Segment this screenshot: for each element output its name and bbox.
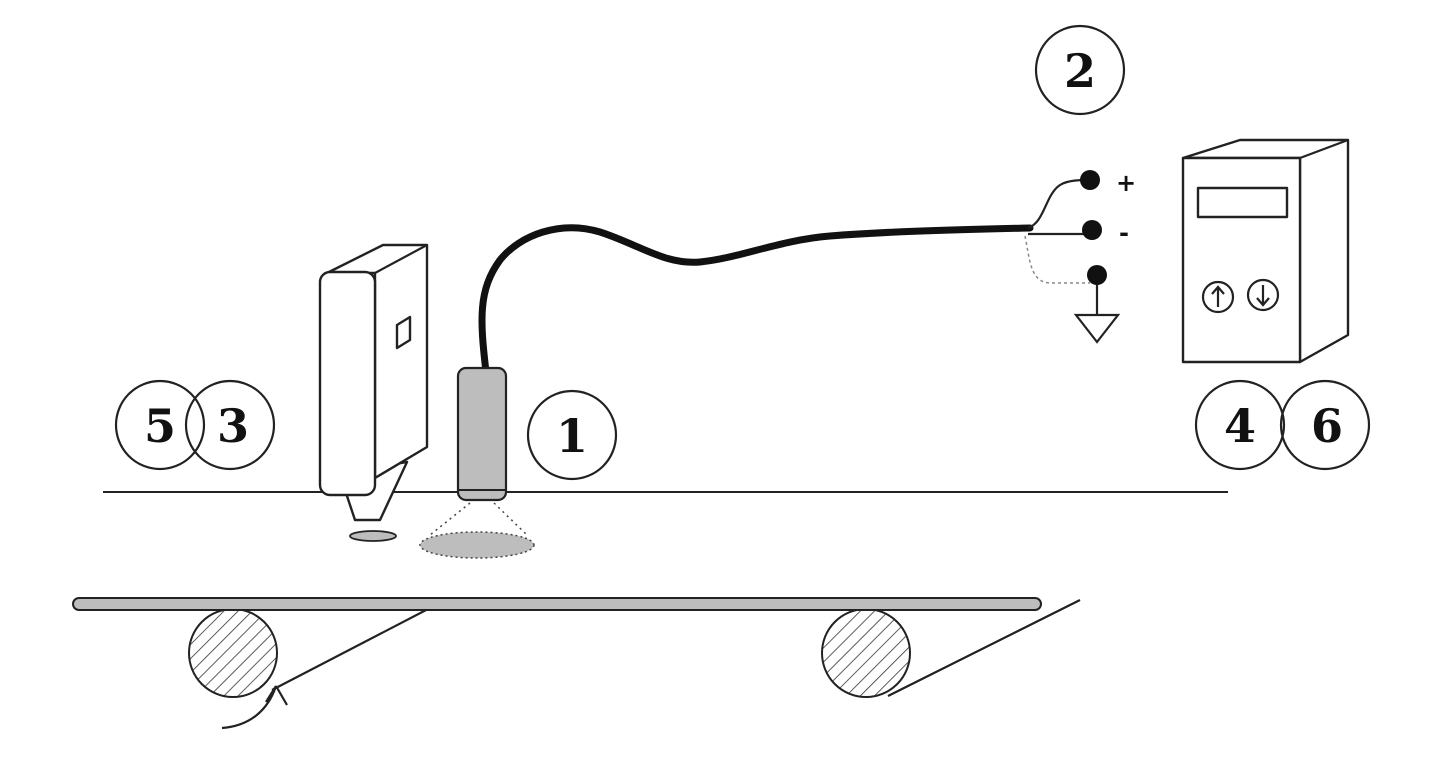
conveyor xyxy=(72,597,1081,730)
terminal-minus xyxy=(1082,220,1102,240)
label-3: 3 xyxy=(184,379,276,471)
camera-device xyxy=(318,243,429,542)
sensor-spot xyxy=(419,531,535,559)
camera-spot xyxy=(349,530,397,542)
minus-sign: - xyxy=(1119,219,1129,247)
label-2: 2 xyxy=(1034,24,1126,116)
sensor xyxy=(419,224,1034,559)
svg-text:6: 6 xyxy=(1311,399,1343,453)
terminal-plus xyxy=(1080,170,1100,190)
ground-icon xyxy=(1073,313,1121,344)
label-6: 6 xyxy=(1279,379,1371,471)
down-button-icon xyxy=(1246,278,1280,312)
label-5: 5 xyxy=(114,379,206,471)
conveyor-belt xyxy=(72,597,1042,611)
svg-text:4: 4 xyxy=(1224,399,1256,453)
svg-text:3: 3 xyxy=(217,399,249,453)
label-1: 1 xyxy=(526,389,618,481)
terminal-ground xyxy=(1087,265,1107,285)
camera-window xyxy=(395,315,412,350)
plus-sign: + xyxy=(1116,169,1136,197)
roller-right xyxy=(821,608,911,698)
controller xyxy=(1181,138,1350,364)
up-button-icon xyxy=(1201,280,1235,314)
svg-text:2: 2 xyxy=(1064,44,1096,98)
controller-display xyxy=(1196,186,1289,219)
svg-text:5: 5 xyxy=(144,399,176,453)
roller-left xyxy=(188,608,278,698)
terminals: + - xyxy=(1024,169,1136,344)
rotation-arrow-icon xyxy=(221,685,288,730)
label-4: 4 xyxy=(1194,379,1286,471)
svg-text:1: 1 xyxy=(556,409,588,463)
sensor-cable xyxy=(478,224,1034,376)
